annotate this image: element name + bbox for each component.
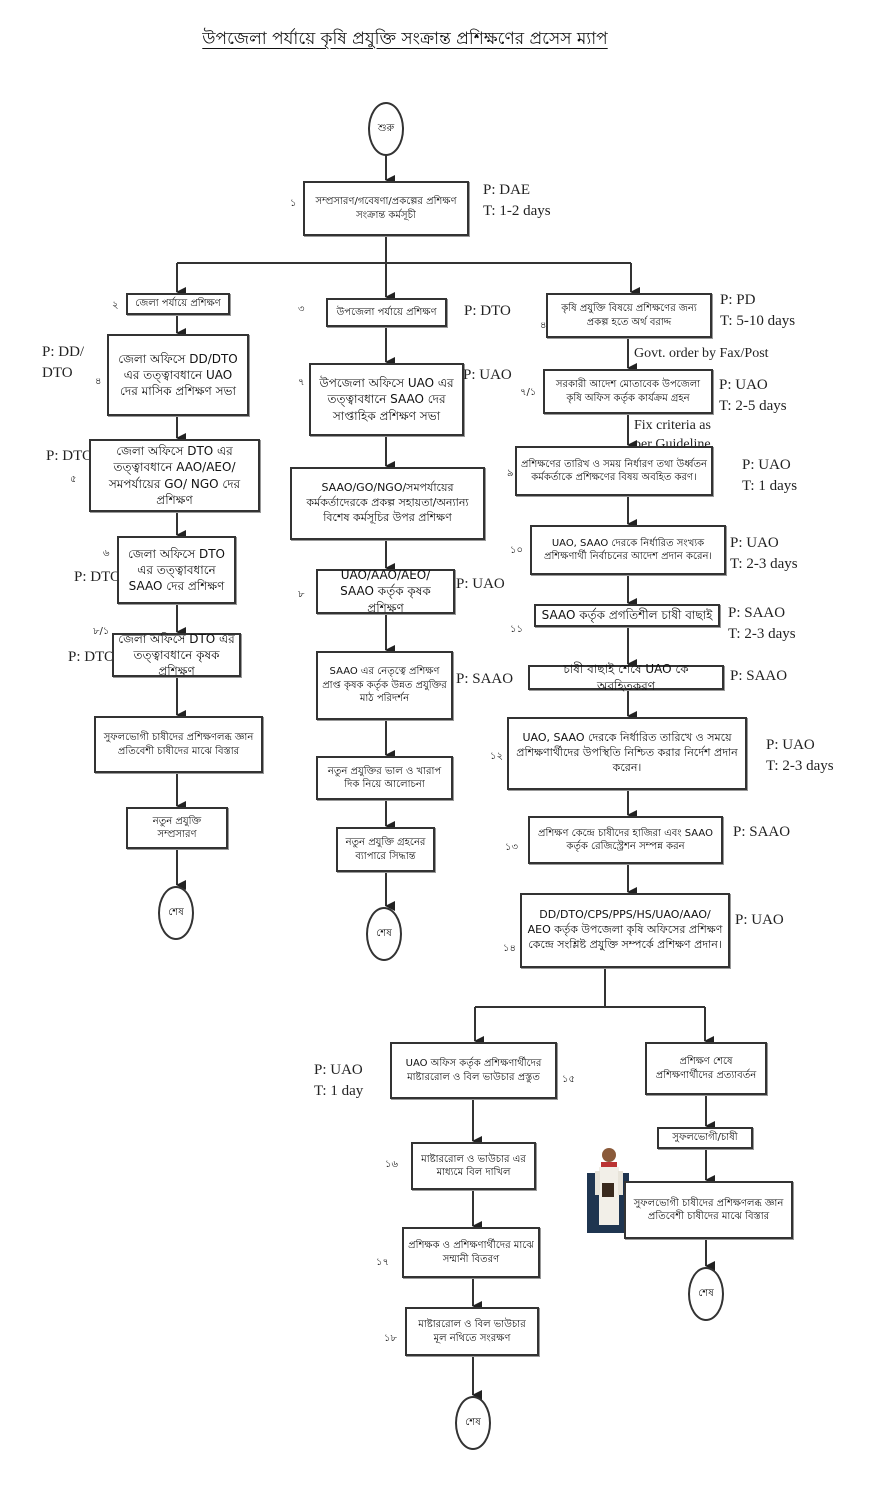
node-uao-monthly-meeting: জেলা অফিসে DD/DTO এর তত্ত্বাবধানে UAO দে… xyxy=(107,334,249,416)
edge-note-govt-order: Govt. order by Fax/Post xyxy=(634,346,769,361)
node-registration: প্রশিক্ষণ কেন্দ্রে চাষীদের হাজিরা এবং SA… xyxy=(528,816,723,864)
end-node-bottom: শেষ xyxy=(455,1396,491,1450)
farmer-illustration xyxy=(587,1145,629,1233)
node-knowledge-spread-right: সুফলভোগী চাষীদের প্রশিক্ষণলব্ধ জ্ঞান প্র… xyxy=(624,1181,793,1239)
step-number: ১৭ xyxy=(376,1257,389,1268)
person-icon xyxy=(587,1148,629,1233)
node-prepare-vouchers: UAO অফিস কর্তৃক প্রশিক্ষণার্থীদের মাষ্টা… xyxy=(390,1042,557,1099)
node-office-action: সরকারী আদেশ মোতাবেক উপজেলা কৃষি অফিস কর্… xyxy=(543,369,713,414)
annotation: P: DD/ DTO xyxy=(42,344,85,381)
node-program: সম্প্রসারণ/গবেষণা/প্রকল্পের প্রশিক্ষণ সং… xyxy=(303,181,469,236)
node-farmer-training-district: জেলা অফিসে DTO এর তত্ত্বাবধানে কৃষক প্রশ… xyxy=(112,632,241,678)
annotation: P: UAO xyxy=(463,367,512,383)
step-number: ১৮ xyxy=(384,1333,397,1344)
node-fund-allocation: কৃষি প্রযুক্তি বিষয়ে প্রশিক্ষণের জন্য প… xyxy=(546,293,712,338)
annotation: P: SAAO T: 2-3 days xyxy=(728,605,796,642)
annotation: P: UAO T: 2-3 days xyxy=(730,535,798,572)
node-knowledge-spread-left: সুফলভোগী চাষীদের প্রশিক্ষণলব্ধ জ্ঞান প্র… xyxy=(94,716,263,773)
annotation: P: SAAO xyxy=(456,671,514,687)
end-node-middle: শেষ xyxy=(366,907,402,961)
step-number: ৪ xyxy=(95,376,102,387)
annotation: P: DTO xyxy=(68,649,115,665)
step-number: ৭/১ xyxy=(520,387,537,398)
annotation: P: SAAO xyxy=(730,668,788,684)
page-title: উপজেলা পর্যায়ে কৃষি প্রযুক্তি সংক্রান্ত… xyxy=(202,29,608,49)
node-distribute-honorarium: প্রশিক্ষক ও প্রশিক্ষণার্থীদের মাঝে সম্মা… xyxy=(402,1227,540,1278)
step-number: ৮/১ xyxy=(93,626,110,637)
node-submit-bill: মাষ্টাররোল ও ভাউচার এর মাধ্যমে বিল দাখিল xyxy=(411,1142,536,1190)
step-number: ৪ xyxy=(540,320,547,331)
node-farmer-training-upazila: UAO/AAO/AEO/ SAAO কর্তৃক কৃষক প্রশিক্ষণ xyxy=(316,568,455,615)
annotation: P: UAO T: 2-3 days xyxy=(766,737,834,774)
step-number: ১২ xyxy=(490,751,503,762)
end-node-left: শেষ xyxy=(158,886,194,940)
step-number: ৮ xyxy=(298,589,305,600)
annotation: P: UAO xyxy=(735,912,784,928)
step-number: ১ xyxy=(290,198,297,209)
step-number: ৬ xyxy=(103,548,110,559)
step-number: ৫ xyxy=(70,474,77,485)
annotation: P: UAO xyxy=(456,576,505,592)
node-trainee-return: প্রশিক্ষণ শেষে প্রশিক্ষণার্থীদের প্রত্যা… xyxy=(645,1042,767,1095)
step-number: ১৩ xyxy=(505,842,518,853)
node-select-trainees: UAO, SAAO দেরকে নির্ধারিত সংখ্যক প্রশিক্… xyxy=(530,525,726,575)
step-number: ১৪ xyxy=(503,943,516,954)
node-special-program-training: SAAO/GO/NGO/সমপর্যায়ের কর্মকর্তাদেরকে প… xyxy=(290,467,485,540)
start-node: শুরু xyxy=(368,102,404,156)
step-number: ১৬ xyxy=(385,1159,398,1170)
node-adoption-decision: নতুন প্রযুক্তি গ্রহনের ব্যাপারে সিদ্ধান্… xyxy=(336,827,435,872)
step-number: ৩ xyxy=(298,304,305,315)
node-aao-aeo-training: জেলা অফিসে DTO এর তত্ত্বাবধানে AAO/AEO/স… xyxy=(89,439,260,512)
annotation: P: DTO xyxy=(46,448,93,464)
node-saao-weekly-meeting: উপজেলা অফিসে UAO এর তত্ত্বাবধানে SAAO দে… xyxy=(309,363,464,436)
node-schedule-training: প্রশিক্ষণের তারিখ ও সময় নির্ধারণ তথা উর… xyxy=(515,446,713,496)
node-archive-records: মাষ্টাররোল ও বিল ভাউচার মূল নথিতে সংরক্ষ… xyxy=(405,1307,539,1356)
annotation: P: SAAO xyxy=(733,824,791,840)
step-number: ৯ xyxy=(507,468,514,479)
annotation: P: UAO T: 1 day xyxy=(314,1062,364,1099)
step-number: ১১ xyxy=(510,624,523,635)
node-discussion: নতুন প্রযুক্তির ভাল ও খারাপ দিক নিয়ে আল… xyxy=(316,756,453,800)
node-field-visit: SAAO এর নেতৃত্বে প্রশিক্ষণ প্রাপ্ত কৃষক … xyxy=(316,651,453,720)
step-number: ১৫ xyxy=(562,1074,575,1085)
node-saao-training: জেলা অফিসে DTO এর তত্ত্বাবধানে SAAO দের … xyxy=(117,536,236,604)
node-conduct-training: DD/DTO/CPS/PPS/HS/UAO/AAO/ AEO কর্তৃক উপ… xyxy=(520,893,730,968)
annotation: P: DTO xyxy=(464,303,511,319)
annotation: P: UAO T: 1 days xyxy=(742,457,798,494)
annotation: P: DTO xyxy=(74,569,121,585)
step-number: ১০ xyxy=(510,545,523,556)
node-inform-uao: চাষী বাছাই শেষে UAO কে অবহিতকরণ xyxy=(528,662,724,693)
end-node-right: শেষ xyxy=(688,1267,724,1321)
step-number: ২ xyxy=(112,300,119,311)
node-tech-extension: নতুন প্রযুক্তি সম্প্রসারণ xyxy=(126,807,228,849)
node-district-training: জেলা পর্যায়ে প্রশিক্ষণ xyxy=(126,293,230,315)
annotation: P: PD T: 5-10 days xyxy=(720,292,796,329)
node-select-farmers: SAAO কর্তৃক প্রগতিশীল চাষী বাছাই xyxy=(534,604,720,627)
annotation: P: UAO T: 2-5 days xyxy=(719,377,787,414)
annotation: P: DAE T: 1-2 days xyxy=(483,182,551,219)
node-upazila-training: উপজেলা পর্যায়ে প্রশিক্ষণ xyxy=(326,298,447,327)
step-number: ৭ xyxy=(298,377,305,388)
node-beneficiary: সুফলভোগী/চাষী xyxy=(657,1127,753,1149)
node-ensure-attendance: UAO, SAAO দেরকে নির্ধারিত তারিখে ও সময়ে… xyxy=(507,717,747,790)
